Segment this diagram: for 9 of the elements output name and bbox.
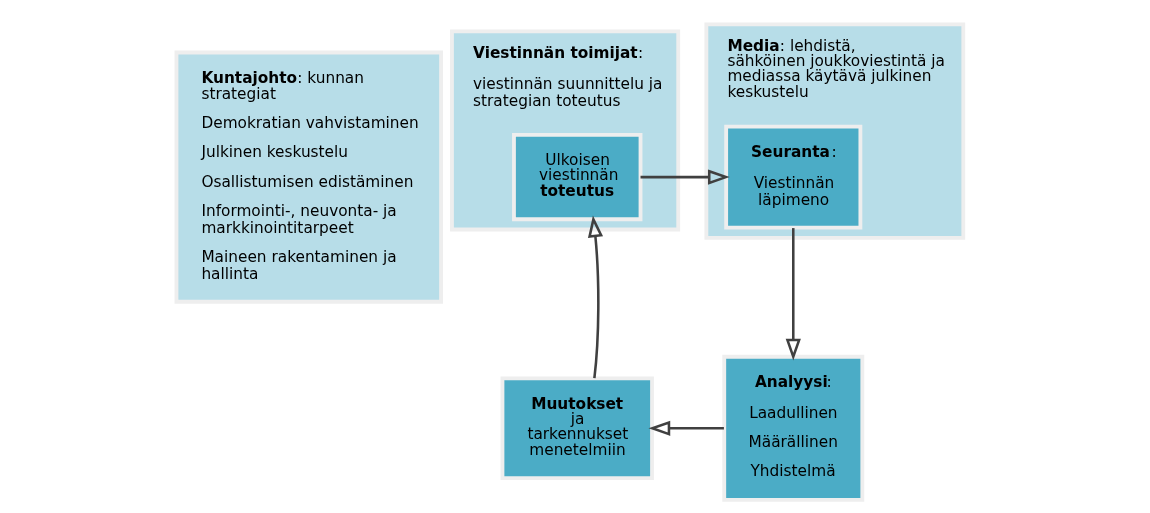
node-box: Seuranta: Viestinnän läpimeno xyxy=(724,124,863,229)
node-box: Muutokset ja tarkennukset menetelmiin xyxy=(500,376,654,480)
node-box: Ulkoisen viestinnän toteutus xyxy=(512,132,643,221)
arrow xyxy=(587,215,604,378)
arrow xyxy=(640,169,730,185)
node-box: Analyysi: Laadullinen Määrällinen Yhdistelmä xyxy=(722,354,865,502)
node-box: Kuntajohto: kunnan strategiat Demokratian vahvistaminen Julkinen keskustelu Osallistumisen edistäminen Informointi-, neuvonta- ja markkinointitarpeet Maineen rakentaminen ja hallinta xyxy=(174,50,443,304)
arrow xyxy=(648,420,724,436)
arrow xyxy=(785,227,801,361)
